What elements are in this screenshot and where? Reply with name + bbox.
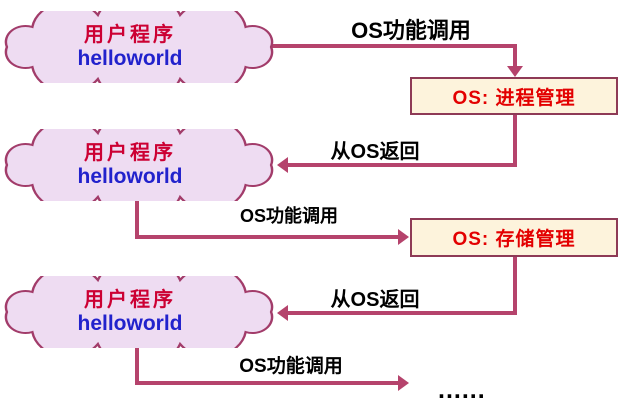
call-arrow-1-horizontal xyxy=(272,44,517,48)
call-label-2: OS功能调用 xyxy=(239,206,338,226)
return-arrow-1-horizontal xyxy=(286,163,517,167)
cloud-user-program-3: 用户程序 helloworld xyxy=(2,276,276,348)
call-label-3: OS功能调用 xyxy=(239,356,343,377)
call-arrow-3-head-icon xyxy=(398,375,409,391)
cloud-shape-icon xyxy=(4,129,274,201)
return-arrow-2-head-icon xyxy=(277,305,288,321)
cloud-subtitle: helloworld xyxy=(77,46,183,70)
call-arrow-2-head-icon xyxy=(398,229,409,245)
cloud-text-block: 用户程序 helloworld xyxy=(2,11,258,83)
continuation-ellipsis: ...... xyxy=(438,376,486,404)
cloud-user-program-2: 用户程序 helloworld xyxy=(2,129,276,201)
cloud-subtitle: helloworld xyxy=(77,164,183,188)
os-process-management-label: OS: 进程管理 xyxy=(452,87,576,109)
cloud-user-program-1: 用户程序 helloworld xyxy=(2,11,276,83)
call-arrow-2-vertical xyxy=(135,197,139,239)
call-arrow-1-head-icon xyxy=(507,66,523,77)
return-arrow-2-horizontal xyxy=(286,311,517,315)
cloud-text-block: 用户程序 helloworld xyxy=(2,129,258,201)
return-label-2: 从OS返回 xyxy=(330,289,420,311)
call-arrow-1-vertical xyxy=(513,44,517,68)
cloud-subtitle: helloworld xyxy=(77,311,183,335)
call-arrow-2-horizontal xyxy=(135,235,399,239)
call-label-1: OS功能调用 xyxy=(351,18,471,43)
cloud-text-block: 用户程序 helloworld xyxy=(2,276,258,348)
cloud-title: 用户程序 xyxy=(84,23,176,46)
cloud-title: 用户程序 xyxy=(84,141,176,164)
return-label-1: 从OS返回 xyxy=(330,141,420,163)
cloud-shape-icon xyxy=(4,11,274,83)
os-storage-management-box: OS: 存储管理 xyxy=(410,218,618,257)
os-storage-management-label: OS: 存储管理 xyxy=(452,229,576,250)
call-arrow-3-vertical xyxy=(135,342,139,385)
return-arrow-2-vertical xyxy=(513,257,517,315)
return-arrow-1-head-icon xyxy=(277,157,288,173)
os-process-management-box: OS: 进程管理 xyxy=(410,77,618,115)
cloud-shape-icon xyxy=(4,276,274,348)
return-arrow-1-vertical xyxy=(513,114,517,167)
call-arrow-3-horizontal xyxy=(135,381,399,385)
cloud-title: 用户程序 xyxy=(84,288,176,311)
